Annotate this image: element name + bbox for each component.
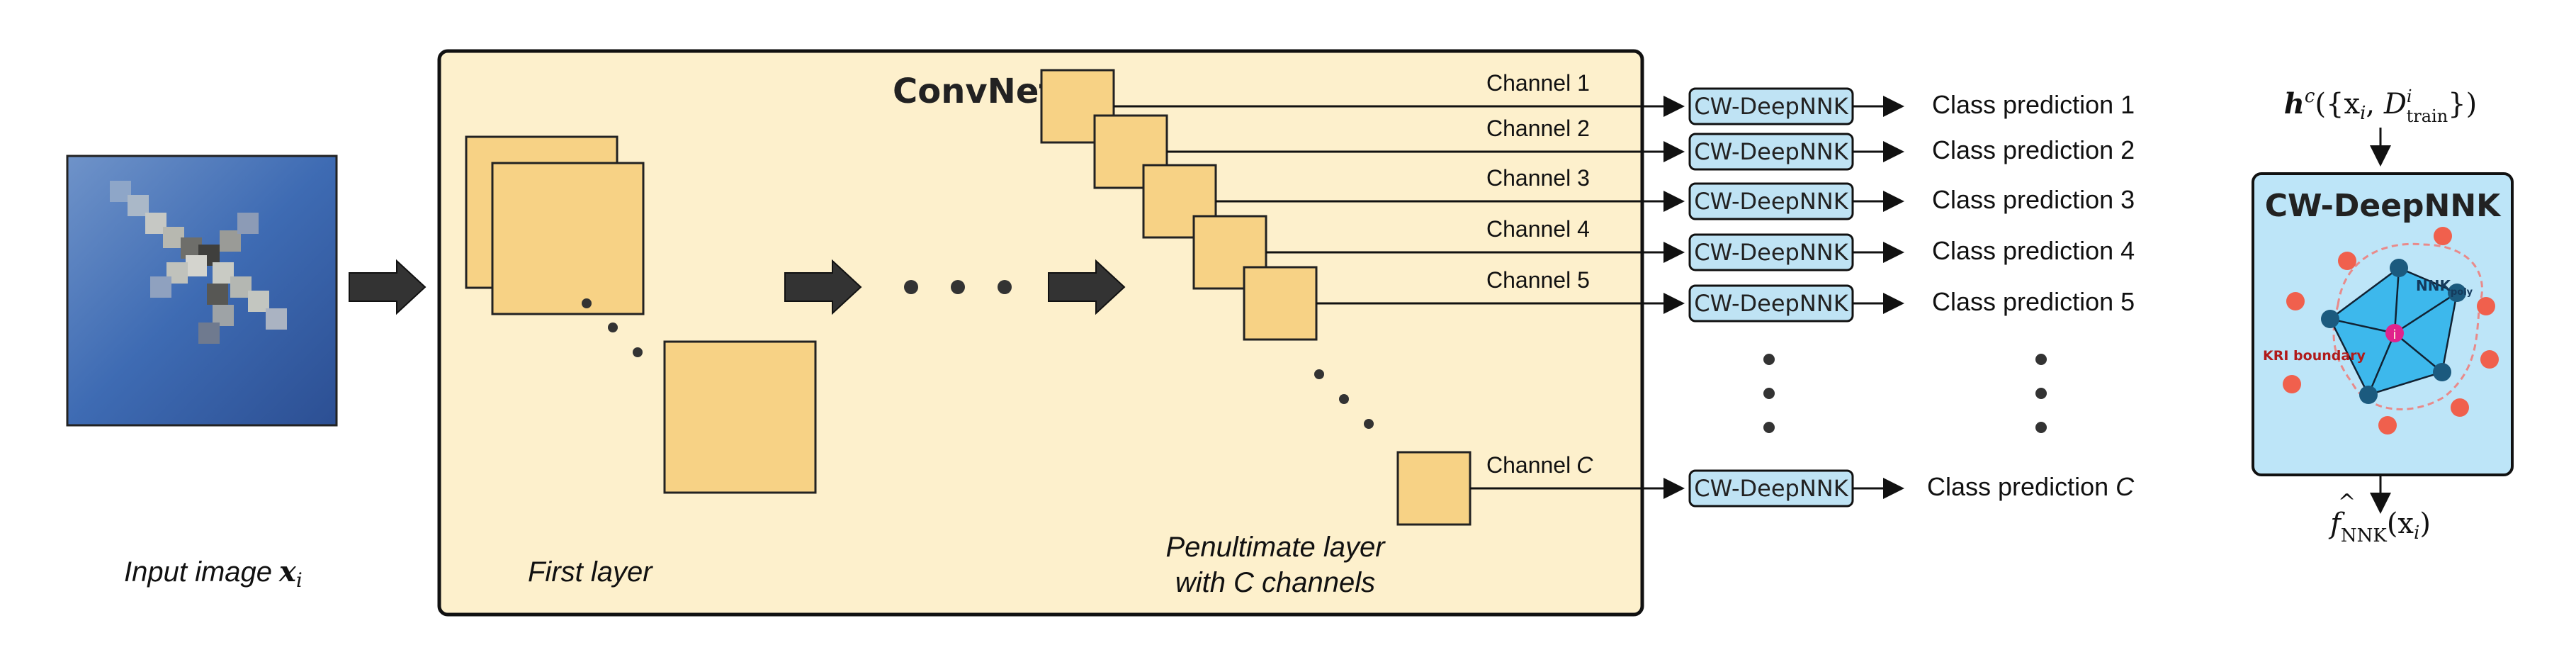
convnet-title: ConvNet [893, 72, 1055, 111]
first-layer-maps [465, 135, 817, 494]
ellipsis-dot [1763, 422, 1775, 433]
class-prediction: Class prediction 2 [1932, 135, 2135, 164]
channel-row: Channel 5 [1243, 266, 1685, 341]
kri-boundary-label: KRI boundary [2263, 348, 2366, 364]
channel-label: Channel 5 [1486, 267, 1590, 293]
output-hat: ^ [2338, 490, 2356, 515]
channel-row: Channel 3 [1142, 164, 1685, 239]
ellipsis-dot [2035, 422, 2047, 433]
penultimate-label: with C channels [1175, 567, 1375, 598]
detail-title: CW-DeepNNK [2265, 188, 2502, 224]
kri-boundary [2332, 242, 2483, 410]
cw-deepnnk-box-label: CW-DeepNNK [1694, 138, 1848, 165]
cw-deepnnk-box-label: CW-DeepNNK [1694, 475, 1848, 502]
input-image [66, 155, 338, 427]
middle-arrow-left [784, 259, 862, 315]
channel-label: Channel 3 [1486, 165, 1590, 191]
channel-label: Channel 1 [1486, 70, 1590, 96]
ellipsis-dot [2035, 354, 2047, 365]
cw-row: CW-DeepNNK Class prediction 1 [1688, 87, 2135, 125]
middle-arrow-right [1048, 259, 1126, 315]
cw-deepnnk-box-label: CW-DeepNNK [1694, 239, 1848, 266]
penultimate-label: Penultimate layer [1165, 532, 1386, 563]
cw-row: CW-DeepNNK Class prediction 4 [1688, 233, 2135, 271]
cw-row: CW-DeepNNK Class prediction 2 [1688, 133, 2135, 171]
query-node-mark: i [2393, 327, 2396, 342]
cw-deepnnk-box-label: CW-DeepNNK [1694, 93, 1848, 120]
class-prediction: Class prediction 5 [1932, 287, 2135, 316]
cw-row: CW-DeepNNK Class prediction 3 [1688, 182, 2135, 220]
cw-row: CW-DeepNNK Class prediction 5 [1688, 284, 2135, 323]
ellipsis-dot [1763, 388, 1775, 399]
cw-deepnnk-boxes: CW-DeepNNK Class prediction 1 CW-DeepNNK… [1688, 87, 2135, 508]
nnk-poly-label: NNKpoly [2416, 277, 2473, 298]
channel-row: Channel 2 [1093, 114, 1685, 189]
input-arrow [349, 259, 426, 315]
ellipsis-dot [998, 280, 1012, 294]
channel-label: Channel 4 [1486, 216, 1590, 242]
cw-deepnnk-box-label: CW-DeepNNK [1694, 290, 1848, 317]
first-layer-label: First layer [528, 556, 653, 588]
class-prediction: Class prediction 4 [1932, 236, 2135, 265]
airplane-icon [110, 181, 287, 344]
ellipsis-dot [2035, 388, 2047, 399]
query-node [2385, 324, 2404, 342]
other-points [2283, 227, 2499, 435]
ellipsis-dot [904, 280, 918, 294]
cw-deepnnk-box-label: CW-DeepNNK [1694, 188, 1848, 215]
detail-output-formula: fNNK(xi) [2328, 508, 2431, 547]
penultimate-layer: Channel 1 Channel 2 Channel 3 Channel 4 … [1040, 69, 1685, 526]
polytope-edges [2329, 267, 2458, 396]
ellipsis-dot [951, 280, 965, 294]
class-prediction: Class prediction 1 [1932, 90, 2135, 119]
ellipsis-dot [1763, 354, 1775, 365]
class-prediction: Class prediction 3 [1932, 185, 2135, 214]
channel-label: Channel 2 [1486, 116, 1590, 141]
nnk-neighbor-nodes [2321, 259, 2466, 404]
